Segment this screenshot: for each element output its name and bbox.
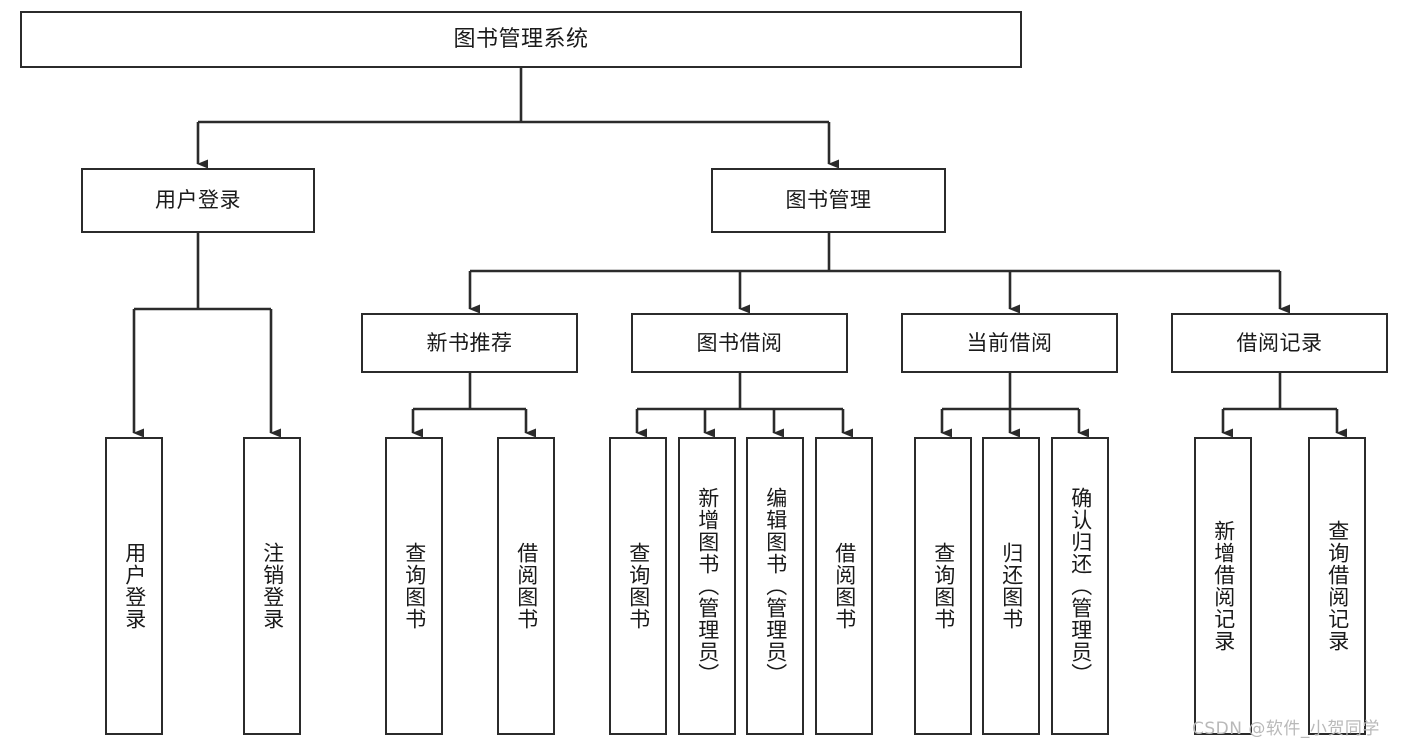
node-new-book-recommend[interactable]: 新书推荐 [361,313,578,373]
node-label: 查询图书 [626,542,651,630]
leaf-borrow-book-borrow[interactable]: 借阅图书 [815,437,873,735]
node-label: 编辑图书（管理员） [763,487,788,685]
node-label: 用户登录 [155,188,241,213]
node-label: 图书管理系统 [453,26,589,52]
leaf-query-borrow-record[interactable]: 查询借阅记录 [1308,437,1366,735]
watermark: CSDN @软件_小贺同学 [1192,719,1380,739]
node-label: 当前借阅 [966,330,1053,355]
leaf-return-book[interactable]: 归还图书 [982,437,1040,735]
node-label: 图书管理 [785,188,872,213]
leaf-logout-login[interactable]: 注销登录 [243,437,301,735]
node-root-system[interactable]: 图书管理系统 [20,11,1022,68]
node-label: 查询图书 [402,542,427,630]
node-label: 新书推荐 [426,330,513,355]
node-label: 归还图书 [999,542,1024,630]
node-label: 查询借阅记录 [1325,520,1350,652]
node-borrow-record[interactable]: 借阅记录 [1171,313,1388,373]
node-label: 确认归还（管理员） [1068,487,1093,685]
node-book-management[interactable]: 图书管理 [711,168,946,233]
node-label: 借阅记录 [1236,330,1323,355]
leaf-query-book-borrow[interactable]: 查询图书 [609,437,667,735]
node-label: 借阅图书 [514,542,539,630]
node-label: 用户登录 [122,542,147,630]
leaf-add-borrow-record[interactable]: 新增借阅记录 [1194,437,1252,735]
node-label: 新增借阅记录 [1211,520,1236,652]
leaf-add-book-admin[interactable]: 新增图书（管理员） [678,437,736,735]
leaf-query-book-current[interactable]: 查询图书 [914,437,972,735]
node-label: 借阅图书 [832,542,857,630]
node-user-login[interactable]: 用户登录 [81,168,315,233]
node-label: 新增图书（管理员） [695,487,720,685]
node-label: 图书借阅 [696,330,783,355]
leaf-query-book-recommend[interactable]: 查询图书 [385,437,443,735]
node-current-borrow[interactable]: 当前借阅 [901,313,1118,373]
node-label: 注销登录 [260,542,285,630]
leaf-borrow-book-recommend[interactable]: 借阅图书 [497,437,555,735]
node-label: 查询图书 [931,542,956,630]
leaf-confirm-return-admin[interactable]: 确认归还（管理员） [1051,437,1109,735]
node-book-borrow[interactable]: 图书借阅 [631,313,848,373]
leaf-user-login[interactable]: 用户登录 [105,437,163,735]
leaf-edit-book-admin[interactable]: 编辑图书（管理员） [746,437,804,735]
